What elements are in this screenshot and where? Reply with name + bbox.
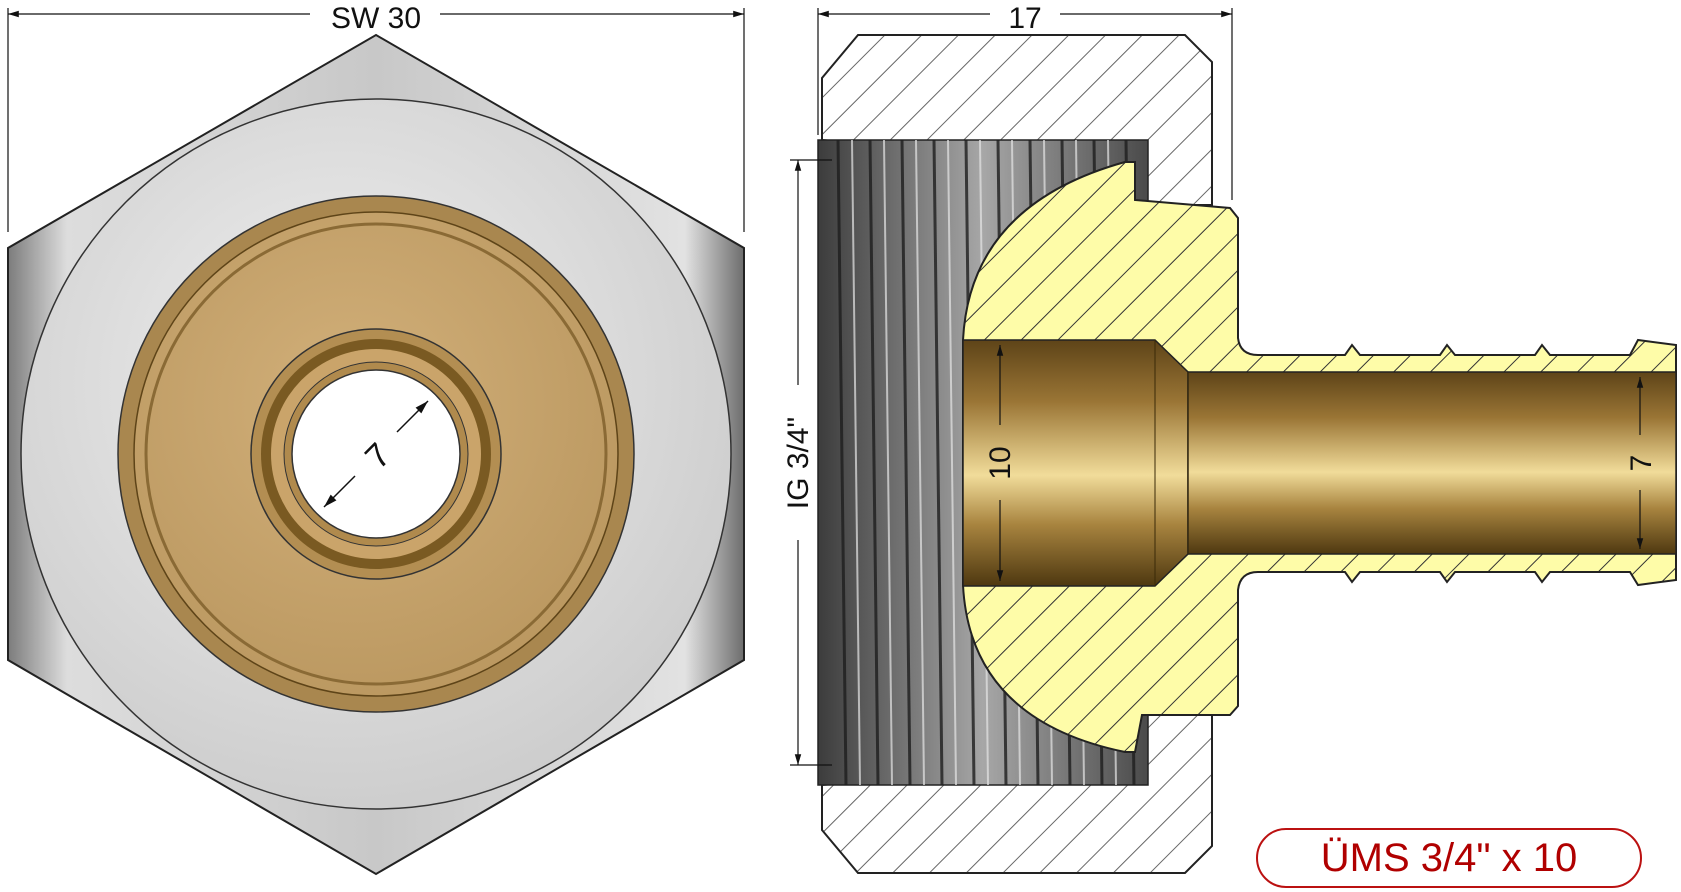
tail-bore — [1187, 371, 1677, 555]
product-label: ÜMS 3/4" x 10 — [1320, 835, 1578, 880]
socket-dimension-label: 10 — [984, 446, 1017, 479]
thread-dimension-label: IG 3/4" — [782, 417, 815, 509]
front-view: 7 — [7, 33, 745, 876]
width-dimension: SW 30 — [7, 2, 745, 232]
section-view — [817, 34, 1677, 874]
product-label-badge: ÜMS 3/4" x 10 — [1256, 828, 1642, 888]
width-dimension-label: SW 30 — [331, 2, 421, 35]
length-dimension: 17 — [817, 2, 1233, 200]
thread-dimension: IG 3/4" — [782, 159, 832, 766]
length-dimension-label: 17 — [1008, 2, 1041, 35]
tail-bore-dimension: 7 — [1625, 377, 1658, 549]
socket-dimension: 10 — [984, 345, 1017, 581]
tail-bore-dimension-label: 7 — [1625, 455, 1658, 472]
